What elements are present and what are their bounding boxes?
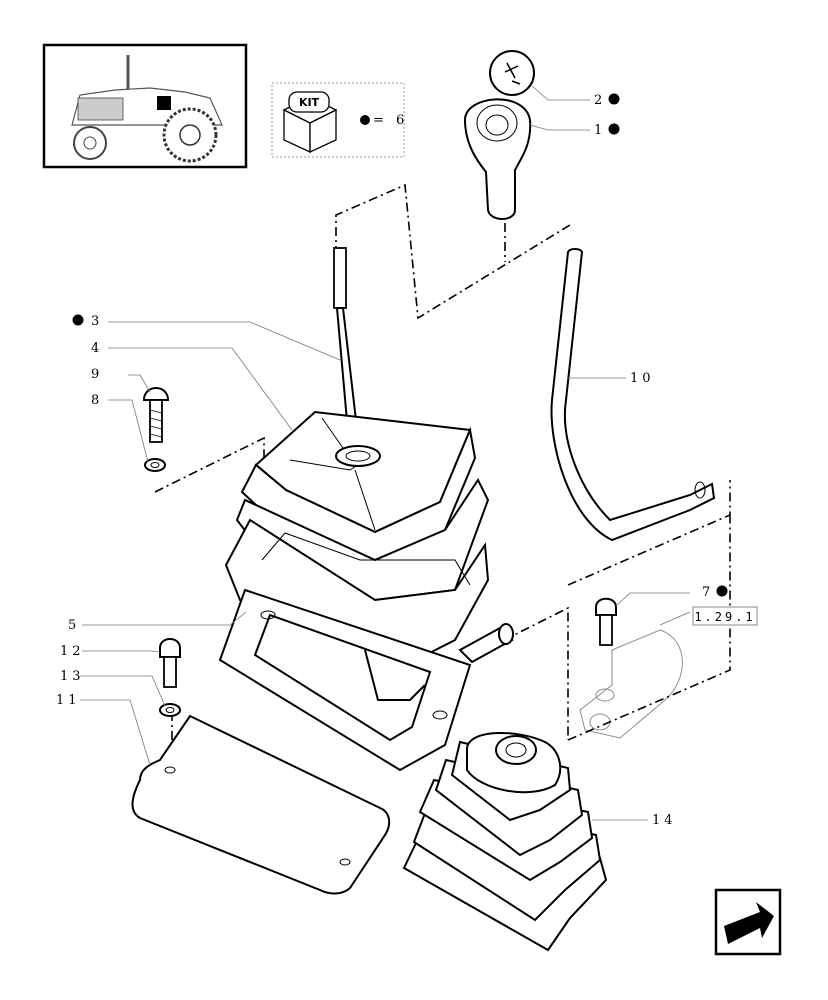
leader-lines xyxy=(80,85,691,821)
callout-9: 9 xyxy=(91,367,103,382)
callout-1-label: 1 xyxy=(594,123,606,138)
shaft-stub xyxy=(458,623,514,664)
callout-1-bullet xyxy=(608,123,620,135)
callout-3-label: 3 xyxy=(91,314,103,329)
gear-knob xyxy=(463,98,532,220)
kit-badge-text: KIT xyxy=(299,96,320,109)
callout-7: 7 xyxy=(702,585,728,600)
callout-13: 13 xyxy=(60,669,85,684)
callout-3-bullet xyxy=(72,314,84,326)
callout-11: 11 xyxy=(56,693,81,708)
kit-box-icon: KIT xyxy=(282,91,338,154)
kit-equals-text: = 6 xyxy=(373,113,408,128)
callout-12: 12 xyxy=(60,644,85,659)
callout-13-label: 13 xyxy=(60,669,85,684)
tractor-thumbnail-icon xyxy=(42,43,248,169)
washer-13 xyxy=(159,703,181,717)
callout-8-label: 8 xyxy=(91,393,103,408)
callout-1: 1 xyxy=(594,123,620,138)
kit-legend: KIT = 6 xyxy=(271,82,408,158)
frame-plate xyxy=(218,588,472,772)
bolt-7 xyxy=(595,597,617,646)
reference-link[interactable]: 1.29.1 xyxy=(692,606,758,626)
callout-8: 8 xyxy=(91,393,103,408)
callout-14: 14 xyxy=(652,813,677,828)
callout-5-label: 5 xyxy=(68,618,80,633)
callout-10-label: 10 xyxy=(630,371,655,386)
assembly-line-side xyxy=(503,606,569,740)
callout-9-label: 9 xyxy=(91,367,103,382)
bolt-12 xyxy=(159,638,181,688)
callout-4-label: 4 xyxy=(91,341,103,356)
callout-2-bullet xyxy=(608,93,620,105)
callout-2: 2 xyxy=(594,93,620,108)
assembly-line-box xyxy=(567,515,731,741)
reference-text[interactable]: 1.29.1 xyxy=(694,610,755,624)
callout-10: 10 xyxy=(630,371,655,386)
callout-12-label: 12 xyxy=(60,644,85,659)
callout-2-label: 2 xyxy=(594,93,606,108)
callout-7-bullet xyxy=(716,585,728,597)
gear-pattern-cap xyxy=(489,50,535,96)
assembly-line-bolt xyxy=(154,436,265,493)
next-page-arrow-icon[interactable] xyxy=(714,888,782,956)
callout-5: 5 xyxy=(68,618,80,633)
kit-bullet xyxy=(360,115,370,125)
bent-lever-rod xyxy=(550,248,716,542)
bracket-ghost xyxy=(579,629,683,739)
callout-3: 3 xyxy=(72,314,103,329)
assembly-line-upper xyxy=(335,183,571,320)
callout-11-label: 11 xyxy=(56,693,81,708)
washer-8 xyxy=(144,458,166,472)
bolt-9 xyxy=(142,387,170,443)
callout-7-label: 7 xyxy=(702,585,714,600)
rubber-gaiter xyxy=(402,732,608,952)
dust-boot xyxy=(224,410,490,670)
cover-plate xyxy=(131,714,391,895)
callout-4: 4 xyxy=(91,341,103,356)
callout-14-label: 14 xyxy=(652,813,677,828)
